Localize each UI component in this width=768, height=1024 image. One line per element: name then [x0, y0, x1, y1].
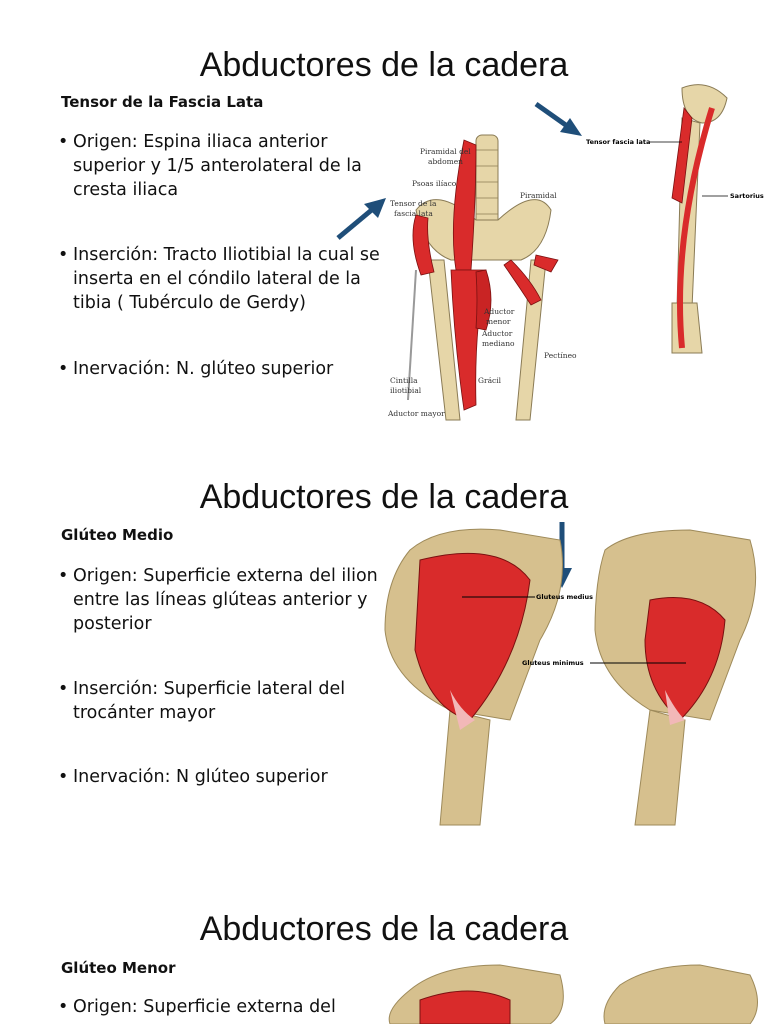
slide-subtitle: Glúteo Menor: [61, 959, 176, 977]
slide-title: Abductores de la cadera: [199, 478, 569, 516]
gluteus-figure: Gluteus medius Gluteus minimus: [384, 522, 757, 826]
label-cintilla: Cintilla: [390, 376, 418, 385]
gluteus-minor-figure: [388, 964, 758, 1024]
label-adductor-menor: menor: [486, 317, 511, 326]
label-piramidal-abdomen: abdomen: [428, 157, 463, 166]
label-piramidal: Piramidal: [520, 191, 557, 200]
bullet-item: •Inervación: N glúteo superior: [58, 765, 393, 789]
label-adductor-menor: Aductor: [483, 307, 515, 316]
label-pectineo: Pectíneo: [544, 351, 577, 360]
label-piramidal-abdomen: Piramidal del: [420, 147, 471, 156]
label-gracil: Grácil: [478, 376, 502, 385]
label-adductor-mediano: mediano: [482, 339, 515, 348]
arrow-icon: [534, 101, 582, 136]
bullet-item: •Inserción: Superficie lateral del trocá…: [58, 677, 393, 725]
bullet-icon: •: [58, 245, 69, 265]
bullet-item: •Inserción: Tracto Iliotibial la cual se…: [58, 243, 393, 315]
slide-2: Abductores de la cadera Glúteo Medio •Or…: [0, 0, 768, 826]
bullet-icon: •: [58, 132, 69, 152]
bullet-item: •Origen: Superficie externa del: [58, 995, 393, 1019]
slide-title: Abductores de la cadera: [199, 46, 569, 84]
label-psoas: Psoas ilíaco: [412, 179, 457, 188]
bullet-icon: •: [58, 997, 69, 1017]
bullet-text: Inserción: Tracto Iliotibial la cual se …: [73, 245, 380, 313]
arrow-icon: [336, 198, 386, 240]
bullet-text: Inervación: N. glúteo superior: [73, 359, 334, 379]
label-tensor-fascia-lata: Tensor fascia lata: [586, 138, 650, 146]
label-tensor: fascia lata: [394, 209, 433, 218]
bullet-text: Origen: Espina iliaca anterior superior …: [73, 132, 362, 200]
bullet-item: •Origen: Superficie externa del ilion en…: [58, 564, 393, 636]
bullet-icon: •: [58, 566, 69, 586]
anatomy-figure-lateral: Tensor fascia lata Sartorius: [534, 84, 764, 354]
slide-1: Abductores de la cadera Tensor de la Fas…: [0, 0, 768, 440]
bullet-text: Origen: Superficie externa del ilion ent…: [73, 566, 378, 634]
label-gluteus-minimus: Gluteus minimus: [522, 659, 584, 667]
label-aductor-mayor: Aductor mayor: [387, 409, 445, 418]
slide-subtitle: Glúteo Medio: [61, 526, 174, 544]
label-tensor: Tensor de la: [390, 199, 437, 208]
label-cintilla: iliotibial: [390, 386, 422, 395]
bullet-icon: •: [58, 679, 69, 699]
label-sartorius: Sartorius: [730, 192, 764, 200]
bullet-item: •Origen: Espina iliaca anterior superior…: [58, 130, 393, 202]
bullet-text: Inserción: Superficie lateral del trocán…: [73, 679, 346, 723]
bullet-item: •Inervación: N. glúteo superior: [58, 357, 393, 381]
anatomy-figure-front: Piramidal del abdomen Psoas ilíaco Tenso…: [336, 134, 577, 421]
label-gluteus-medius: Gluteus medius: [536, 593, 593, 601]
bullet-text: Inervación: N glúteo superior: [73, 767, 328, 787]
bullet-text: Origen: Superficie externa del: [73, 997, 336, 1017]
label-adductor-mediano: Aductor: [481, 329, 513, 338]
slide-title: Abductores de la cadera: [199, 910, 569, 948]
slide-subtitle: Tensor de la Fascia Lata: [61, 93, 264, 111]
bullet-icon: •: [58, 359, 69, 379]
bullet-icon: •: [58, 767, 69, 787]
